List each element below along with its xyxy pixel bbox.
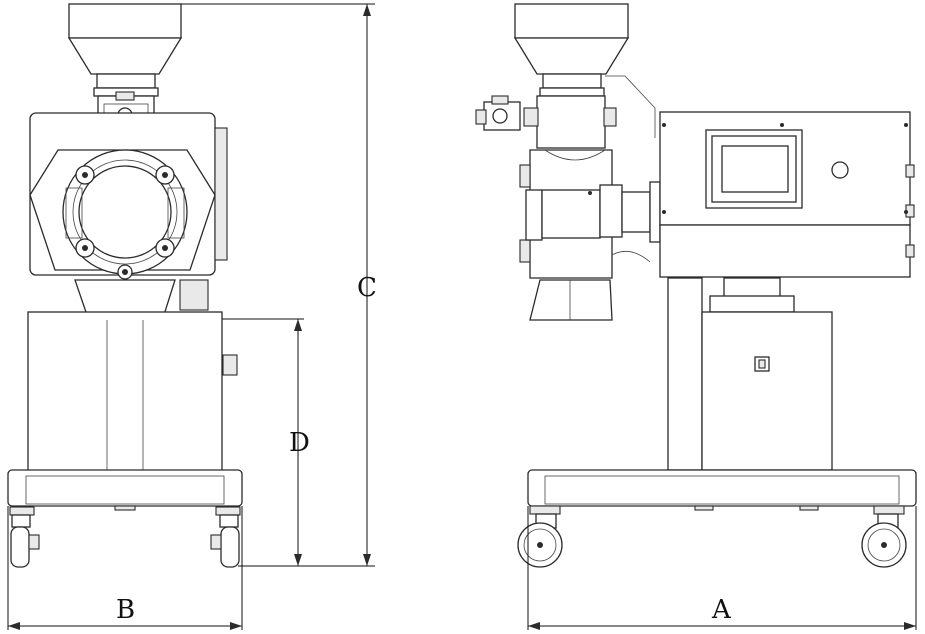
side-touch-screen [705, 129, 849, 209]
front-caster-right [210, 506, 241, 568]
side-caster-left [517, 505, 563, 568]
side-motor-column [667, 277, 833, 471]
dimension-a [527, 506, 917, 630]
front-housing [29, 112, 228, 276]
front-caster-left [9, 506, 40, 568]
side-base [527, 469, 917, 511]
front-stand [27, 311, 238, 473]
side-view [475, 3, 917, 568]
dimension-label-d: D [289, 428, 310, 458]
side-discharge-chute [529, 279, 613, 321]
dimension-b [7, 506, 243, 630]
side-valve-actuator [475, 95, 521, 131]
dimension-label-b: B [116, 595, 135, 625]
dimension-label-c: C [357, 273, 377, 303]
dimension-d [222, 318, 304, 567]
side-grinder-body [519, 149, 661, 279]
side-caster-right [861, 505, 907, 568]
front-hopper [67, 3, 183, 97]
front-view [7, 3, 243, 568]
front-base [7, 469, 243, 511]
dimension-label-a: A [711, 595, 732, 625]
side-inlet-tube [523, 75, 656, 149]
side-hopper [513, 3, 630, 97]
front-clamp-knobs [75, 165, 175, 280]
